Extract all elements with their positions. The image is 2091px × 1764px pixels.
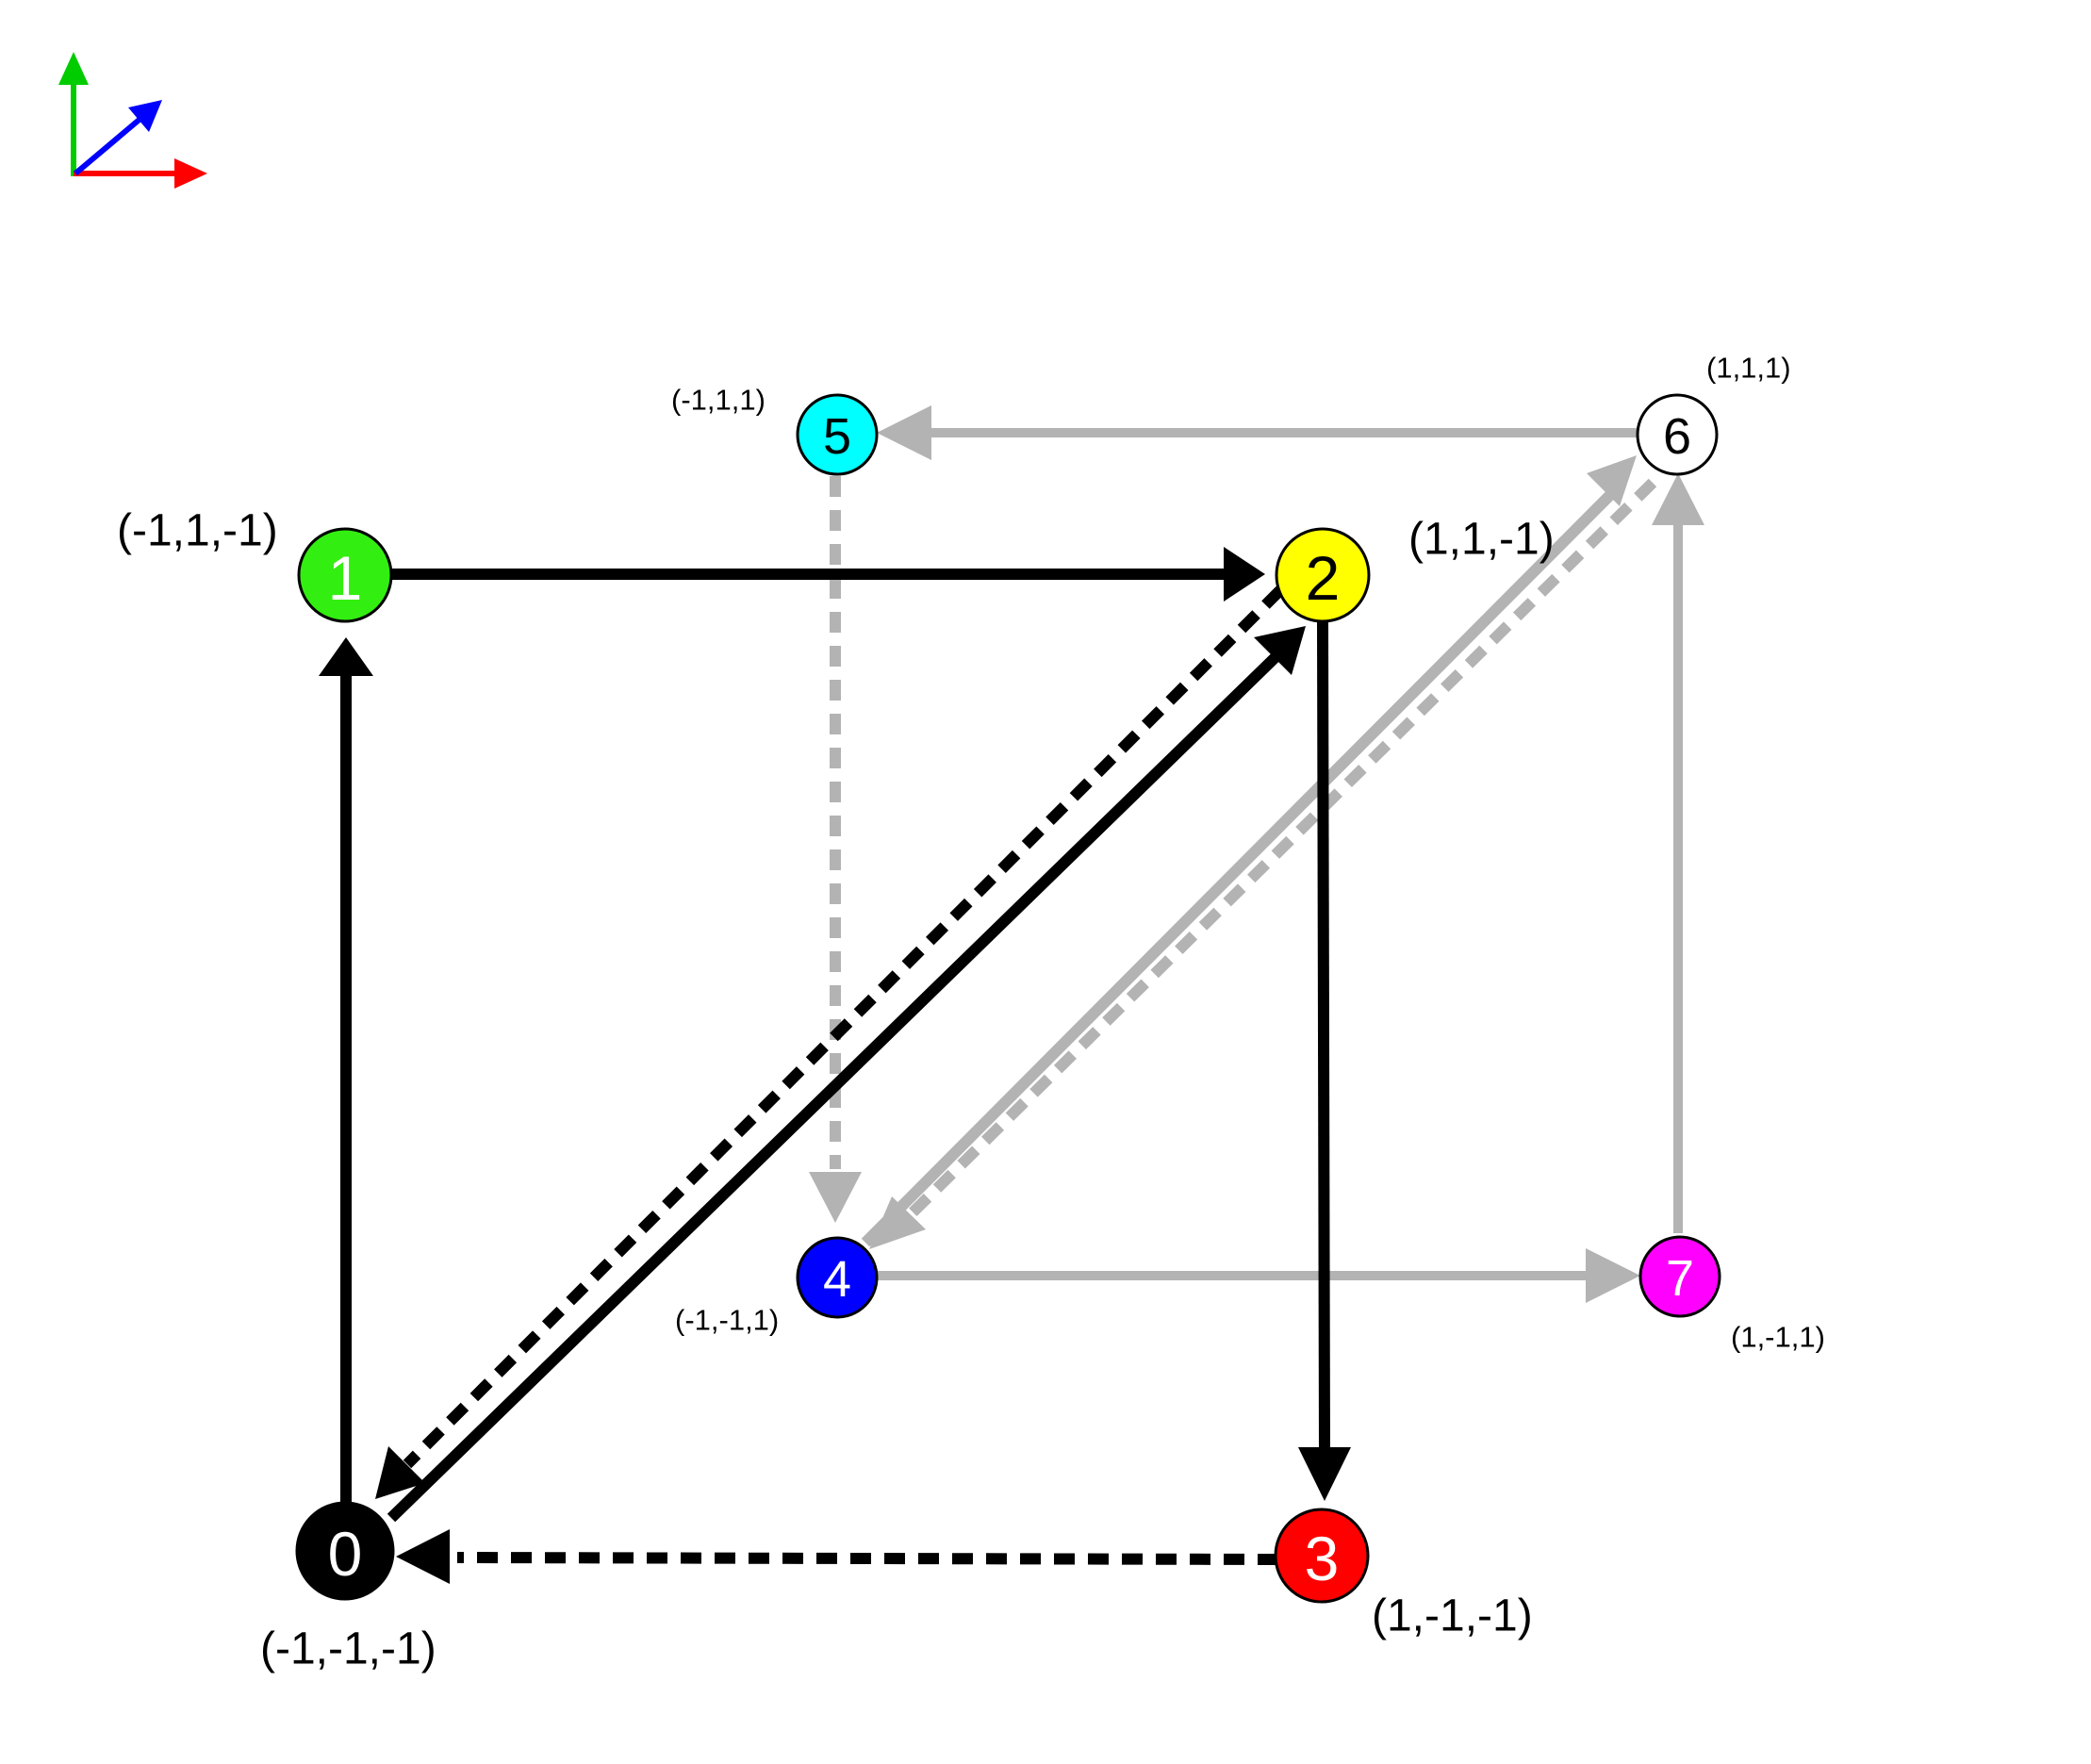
vertex-3-label: 3 [1305,1524,1340,1593]
edge-4-6 [861,455,1637,1247]
vertex-5-node [796,393,879,476]
vertex-1-node [297,527,393,623]
vertex-2-node [1275,527,1371,623]
vertex-5-label: 5 [823,408,851,465]
vertex-7-node [1638,1235,1721,1318]
edge-3-0 [396,1529,1279,1584]
coord-label-5: (-1,1,1) [671,384,766,417]
edge-7-6 [1652,473,1704,1233]
axes-gizmo [58,52,207,189]
edge-0-1 [319,637,373,1507]
coord-label-0: (-1,-1,-1) [260,1624,436,1674]
edge-5-4 [809,476,862,1223]
vertex-2: 2 [1275,527,1371,623]
vertices-layer: 5 6 4 7 1 2 0 3 [295,393,1721,1604]
vertex-3: 3 [1274,1508,1370,1604]
vertex-0-node [295,1501,395,1601]
coord-label-4: (-1,-1,1) [675,1304,779,1337]
vertex-1-label: 1 [328,543,363,613]
vertex-6-node [1636,393,1719,476]
vertex-5: 5 [796,393,879,476]
coord-label-3: (1,-1,-1) [1372,1591,1533,1641]
coordinate-labels: (-1,1,1) (1,1,1) (-1,1,-1) (1,1,-1) (-1,… [117,352,1825,1674]
coord-label-7: (1,-1,1) [1731,1321,1825,1354]
edge-0-2 [387,626,1306,1523]
vertex-1: 1 [297,527,393,623]
coord-label-1: (-1,1,-1) [117,506,278,556]
vertex-4: 4 [796,1236,879,1319]
vertex-3-node [1274,1508,1370,1604]
z-axis-arrow [74,100,162,176]
edge-2-3 [1298,621,1351,1501]
coord-label-6: (1,1,1) [1706,352,1791,385]
edges-layer [319,405,1704,1584]
edge-4-7 [878,1248,1640,1303]
y-axis-arrow [58,52,89,176]
x-axis-arrow [74,158,207,189]
coord-label-2: (1,1,-1) [1408,515,1555,565]
vertex-2-label: 2 [1306,543,1341,613]
vertex-7: 7 [1638,1235,1721,1318]
vertex-7-label: 7 [1666,1250,1694,1307]
vertex-4-node [796,1236,879,1319]
edge-6-4 [869,478,1657,1249]
vertex-0-label: 0 [328,1519,363,1589]
edge-2-0 [375,585,1285,1499]
vertex-6: 6 [1636,393,1719,476]
edge-1-2 [389,547,1265,602]
vertex-4-label: 4 [823,1251,851,1308]
vertex-0: 0 [295,1501,395,1601]
edge-6-5 [877,405,1671,460]
vertex-6-label: 6 [1663,408,1691,465]
